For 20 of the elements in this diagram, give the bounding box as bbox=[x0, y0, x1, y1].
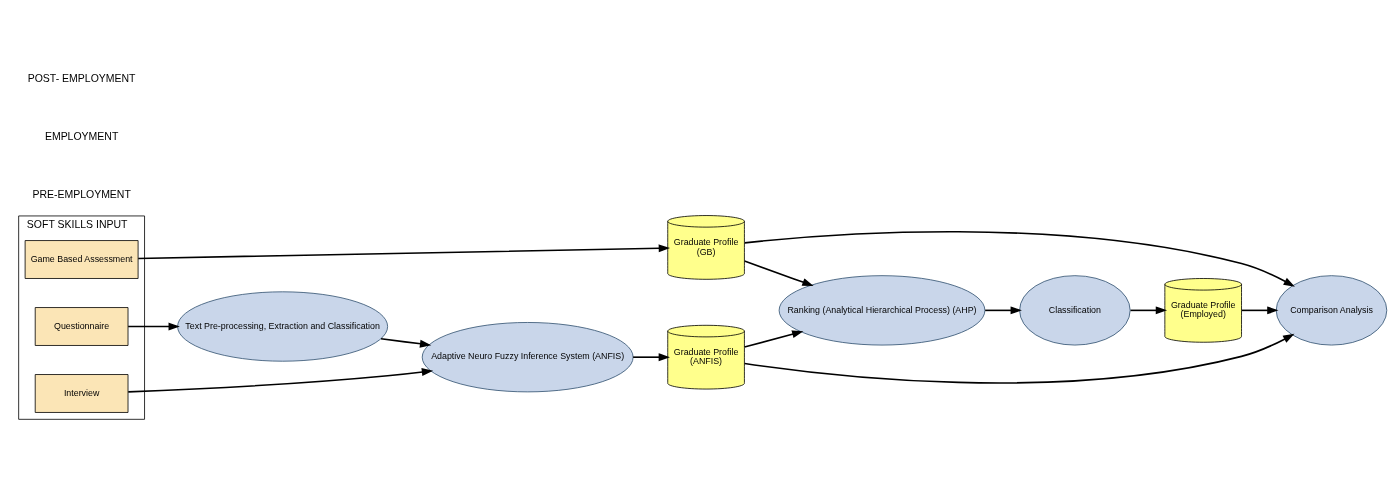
arrow bbox=[137, 243, 670, 259]
arrow bbox=[743, 333, 1295, 384]
label: PRE-EMPLOYMENT bbox=[32, 188, 131, 200]
label: POST- EMPLOYMENT bbox=[27, 72, 136, 83]
arrow bbox=[743, 259, 814, 286]
arrow bbox=[380, 337, 432, 348]
node-ellipse: Classification bbox=[1019, 274, 1131, 345]
arrow bbox=[984, 305, 1022, 314]
arrow bbox=[127, 367, 434, 393]
arrow bbox=[127, 322, 180, 330]
arrow bbox=[1129, 305, 1168, 314]
node-box: Interview bbox=[34, 373, 129, 413]
node-box: Game Based Assessment bbox=[24, 239, 139, 279]
arrow bbox=[743, 230, 1295, 287]
label: EMPLOYMENT bbox=[44, 130, 119, 142]
arrow bbox=[632, 352, 670, 361]
node-ellipse: Text Pre-processing, Extraction and Classification bbox=[177, 290, 389, 362]
arrow bbox=[743, 329, 804, 348]
arrow bbox=[1240, 305, 1279, 314]
node-box: Questionnaire bbox=[34, 306, 129, 346]
